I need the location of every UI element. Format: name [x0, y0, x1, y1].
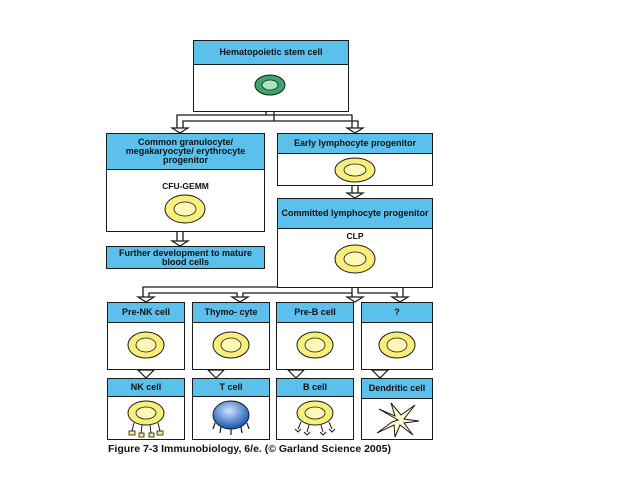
b-cell-box: B cell [276, 378, 354, 440]
precursor-cell-icon [212, 331, 250, 359]
further-box: Further development to mature blood cell… [106, 246, 265, 269]
hsc-title: Hematopoietic stem cell [194, 41, 348, 65]
arrow-icon [389, 296, 411, 303]
nk-cell-icon [127, 400, 165, 438]
arrow-icon [286, 369, 306, 379]
b-cell-title: B cell [277, 379, 353, 397]
arrow-icon [136, 369, 156, 379]
dendritic-cell-icon [376, 402, 420, 438]
pre-nk-title: Pre-NK cell [108, 303, 184, 323]
figure-caption: Figure 7-3 Immunobiology, 6/e. (© Garlan… [108, 443, 391, 455]
arrow-icon [344, 127, 366, 134]
hsc-box: Hematopoietic stem cell [193, 40, 349, 112]
progenitor-cell-icon [334, 157, 376, 183]
arrow-icon [169, 240, 191, 247]
clp-subtitle: CLP [346, 231, 364, 241]
stem-cell-icon [254, 74, 286, 96]
arrow-icon [169, 127, 191, 134]
arrow-icon [135, 296, 157, 303]
thymocyte-title: Thymo- cyte [193, 303, 269, 323]
elp-box: Early lymphocyte progenitor [277, 133, 433, 186]
cmp-title: Common granulocyte/ megakaryocyte/ eryth… [107, 134, 264, 170]
clp-box: Committed lymphocyte progenitor CLP [277, 198, 433, 288]
t-cell-title: T cell [193, 379, 269, 397]
pre-b-box: Pre-B cell [276, 302, 354, 370]
cmp-subtitle: CFU-GEMM [162, 181, 209, 191]
progenitor-cell-icon [164, 194, 206, 224]
progenitor-cell-icon [334, 244, 376, 274]
nk-cell-box: NK cell [107, 378, 185, 440]
unknown-precursor-box: ? [361, 302, 433, 370]
arrow-icon [344, 192, 366, 199]
arrow-icon [370, 369, 390, 379]
dendritic-cell-box: Dendritic cell [361, 378, 433, 440]
pre-b-title: Pre-B cell [277, 303, 353, 323]
cmp-box: Common granulocyte/ megakaryocyte/ eryth… [106, 133, 265, 232]
arrow-icon [206, 369, 226, 379]
pre-nk-box: Pre-NK cell [107, 302, 185, 370]
small-arrows [135, 127, 411, 379]
unknown-precursor-title: ? [362, 303, 432, 323]
arrow-icon [344, 296, 366, 303]
t-cell-icon [212, 400, 250, 435]
precursor-cell-icon [127, 331, 165, 359]
b-cell-icon [294, 400, 336, 436]
dendritic-cell-title: Dendritic cell [362, 379, 432, 399]
arrow-icon [229, 296, 251, 303]
nk-cell-title: NK cell [108, 379, 184, 397]
elp-title: Early lymphocyte progenitor [278, 134, 432, 154]
t-cell-box: T cell [192, 378, 270, 440]
precursor-cell-icon [296, 331, 334, 359]
clp-title: Committed lymphocyte progenitor [278, 199, 432, 229]
precursor-cell-icon [378, 331, 416, 359]
thymocyte-box: Thymo- cyte [192, 302, 270, 370]
